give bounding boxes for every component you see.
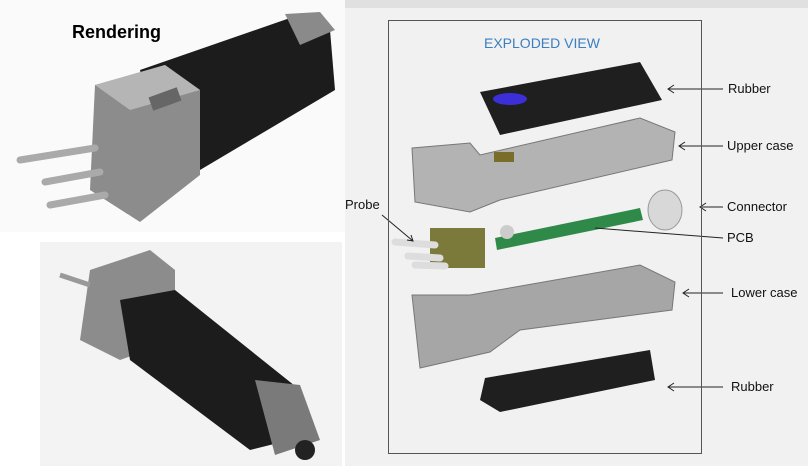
label-pcb: PCB	[727, 230, 754, 245]
label-probe: Probe	[345, 197, 380, 212]
exploded-view-frame	[388, 20, 702, 454]
rendering-title: Rendering	[72, 22, 162, 42]
part-pcb	[495, 208, 643, 250]
label-rubber-top: Rubber	[728, 81, 771, 96]
exploded-view-title: EXPLODED VIEW	[484, 35, 600, 51]
part-upper-case	[411, 117, 676, 213]
label-connector: Connector	[727, 199, 787, 214]
part-rubber-bottom	[480, 350, 655, 412]
part-rubber-top	[480, 62, 662, 135]
label-lower-case: Lower case	[731, 285, 798, 300]
device-render-bottom	[59, 250, 320, 460]
part-lower-case	[411, 264, 676, 369]
device-render-top	[16, 12, 335, 222]
top-strip	[345, 0, 808, 8]
part-connector	[647, 189, 683, 231]
part-probe	[391, 228, 485, 270]
label-rubber-bottom: Rubber	[731, 379, 774, 394]
label-upper-case: Upper case	[727, 138, 794, 153]
